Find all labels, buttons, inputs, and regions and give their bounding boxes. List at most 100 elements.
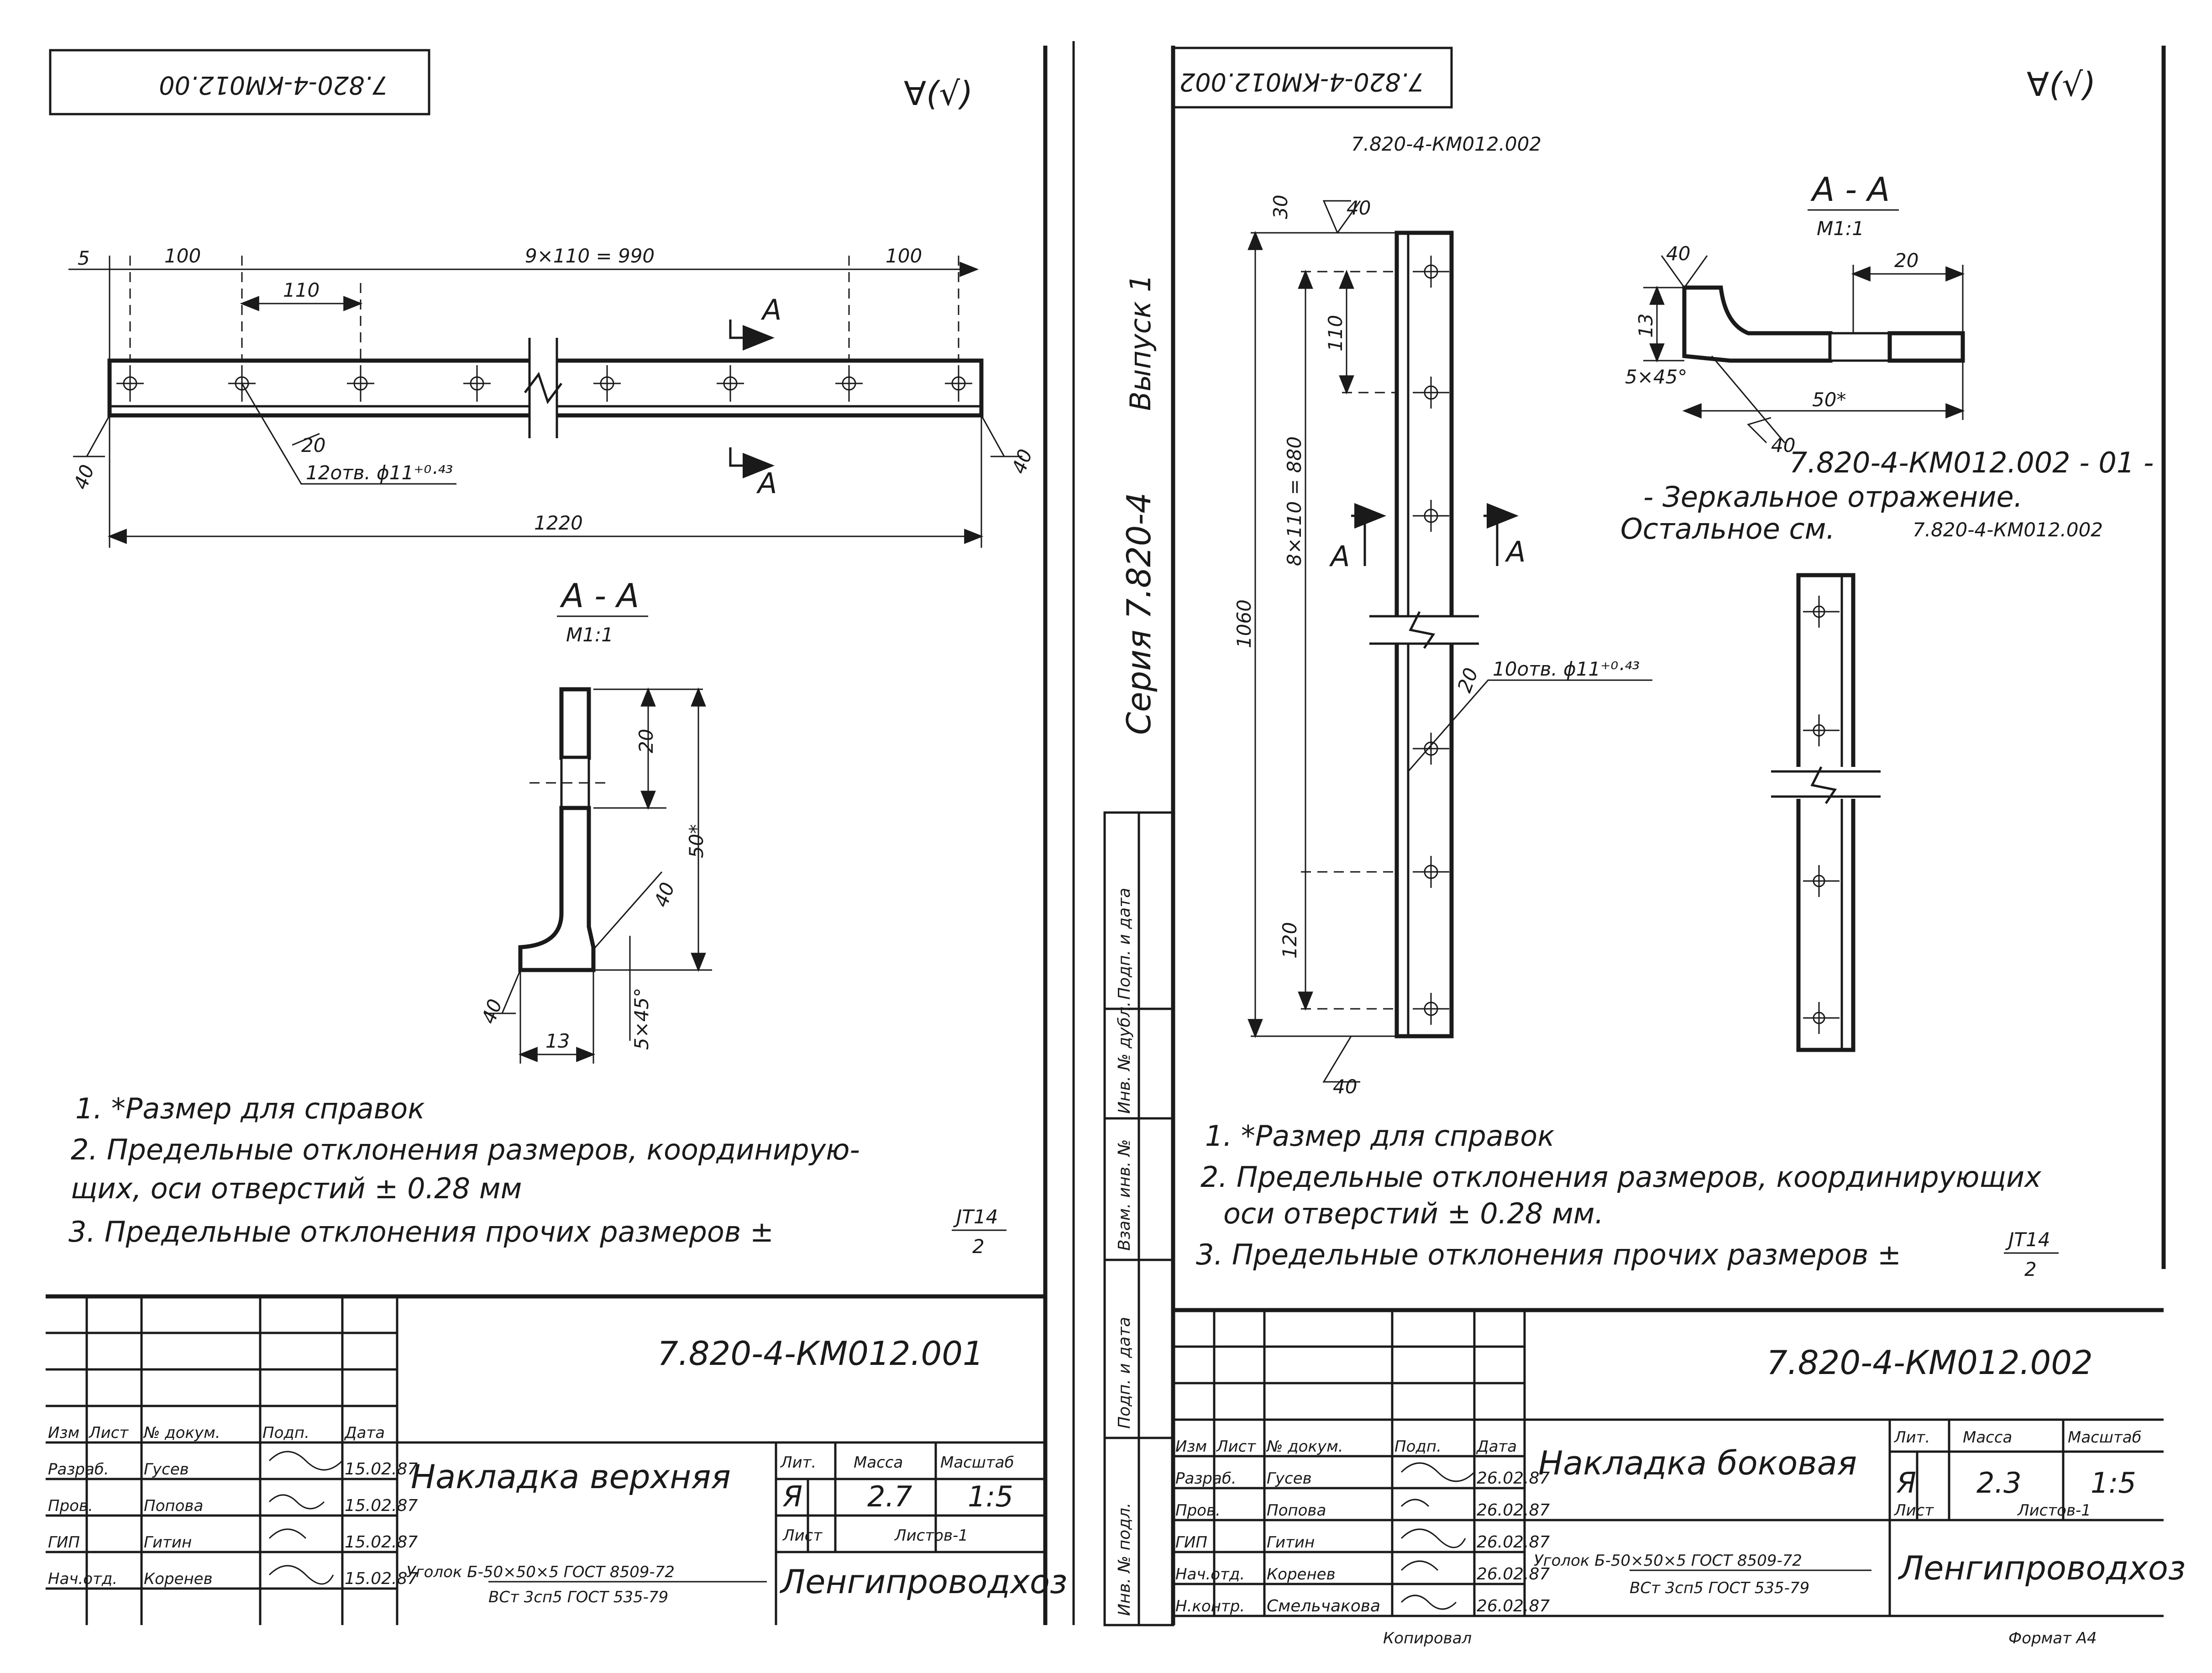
lit-label: Лит.	[780, 1453, 816, 1472]
notes-right: 1. *Размер для справок 2. Предельные отк…	[1196, 1119, 2059, 1280]
footer-copy: Копировал	[1383, 1629, 1472, 1647]
corner-code-box	[49, 49, 430, 115]
row-name: Гусев	[1267, 1469, 1312, 1488]
material-2: ВСт 3сп5 ГОСТ 535-79	[488, 1588, 668, 1606]
section-scale: М1:1	[1817, 217, 1864, 240]
note-1: 1. *Размер для справок	[1205, 1119, 1555, 1153]
doc-number: 7.820-4-КМ012.001	[657, 1334, 984, 1373]
row-date: 26.02.87	[1477, 1501, 1550, 1520]
section-dim-5x45: 5×45°	[630, 988, 653, 1050]
note-3: 3. Предельные отклонения прочих размеров…	[68, 1215, 774, 1248]
section-dim-50: 50*	[685, 824, 708, 858]
section-dim-13: 13	[1635, 314, 1657, 338]
header-sign: Подп.	[1394, 1437, 1441, 1456]
dim-1220: 1220	[534, 512, 583, 534]
series-label: Серия 7.820-4	[1120, 493, 1158, 735]
tolerance-numerator: JT14	[953, 1206, 998, 1228]
plate-side-view: 1060 8×110 = 880 110 120 30 40 40 А А 10…	[1233, 195, 1652, 1098]
note-3: 3. Предельные отклонения прочих размеров…	[1196, 1238, 1901, 1271]
mirror-note-4: 7.820-4-КМ012.002	[1913, 519, 2103, 541]
top-reference: 7.820-4-КМ012.002	[1351, 133, 1541, 155]
title-block-right: 7.820-4-КМ012.002 Изм Лист № докум. Подп…	[1173, 1310, 2186, 1617]
dim-1060: 1060	[1233, 599, 1255, 648]
dim-20: 20	[301, 434, 325, 456]
sheet-left: 7.820-4-КМ012.00 ∀(√)	[46, 46, 1067, 1625]
row-name: Гитин	[1267, 1533, 1315, 1552]
section-mark-a-right: А	[1504, 535, 1525, 568]
header-sign: Подп.	[262, 1424, 309, 1442]
row-date: 26.02.87	[1477, 1533, 1550, 1552]
dim-5: 5	[78, 247, 90, 269]
row-name: Гитин	[144, 1533, 192, 1552]
note-2: 2. Предельные отклонения размеров, коорд…	[71, 1133, 860, 1166]
sheet-label: Лист	[782, 1526, 823, 1545]
lit-label: Лит.	[1893, 1428, 1930, 1447]
mirror-note-3: Остальное см.	[1620, 512, 1835, 545]
corner-code: 7.820-4-КМ012.00	[159, 71, 388, 100]
row-role: Разраб.	[48, 1460, 109, 1479]
note-2-cont: щих, оси отверстий ± 0.28 мм	[71, 1172, 522, 1205]
mirror-part-view	[1771, 573, 1881, 1052]
issue-label: Выпуск 1	[1124, 274, 1157, 411]
stamp-sign-date: Подп. и дата	[1115, 888, 1134, 1000]
doc-number: 7.820-4-КМ012.002	[1766, 1343, 2093, 1382]
signatures	[268, 1451, 343, 1585]
holes-callout: 12отв. ϕ11⁺⁰·⁴³	[306, 462, 453, 484]
material-1: Уголок Б-50×50×5 ГОСТ 8509-72	[1534, 1552, 1802, 1570]
scale-value: 1:5	[968, 1480, 1013, 1513]
section-scale: М1:1	[566, 624, 613, 646]
corner-code-box	[1172, 47, 1453, 109]
row-date: 26.02.87	[1477, 1565, 1550, 1584]
row-role: ГИП	[1175, 1533, 1207, 1552]
section-view-right: А - А М1:1 20 13 5×45° 50* 40 40	[1625, 170, 1965, 456]
header-list: Лист	[88, 1424, 129, 1442]
dim-30: 30	[1269, 195, 1292, 219]
tolerance-numerator: JT14	[2005, 1228, 2050, 1251]
section-mark-a-bottom: А	[756, 467, 777, 500]
stamp-orig-inv: Инв. № подл.	[1115, 1503, 1134, 1616]
row-role: Разраб.	[1175, 1469, 1237, 1488]
notes-left: 1. *Размер для справок 2. Предельные отк…	[68, 1092, 1006, 1258]
dim-40-top: 40	[1347, 197, 1371, 219]
stamp-dup-inv: Инв. № дубл.	[1115, 1002, 1134, 1114]
staff-rows: Разраб. Гусев 15.02.87 Пров. Попова 15.0…	[48, 1460, 418, 1588]
part-name: Накладка верхняя	[411, 1458, 731, 1496]
sheet-label: Лист	[1893, 1501, 1934, 1520]
row-name: Коренев	[144, 1570, 213, 1588]
mass-value: 2.7	[867, 1480, 912, 1513]
header-date: Дата	[1476, 1437, 1517, 1456]
note-1: 1. *Размер для справок	[75, 1092, 425, 1125]
header-izm: Изм	[48, 1424, 79, 1442]
stamp-strip: Подп. и дата Взам. инв. № Инв. № дубл. П…	[1103, 811, 1174, 1626]
section-dim-40: 40	[1666, 242, 1690, 265]
scale-value: 1:5	[2091, 1466, 2136, 1500]
row-name: Смельчакова	[1267, 1597, 1380, 1615]
header-date: Дата	[344, 1424, 385, 1442]
row-role: Нач.отд.	[1175, 1565, 1245, 1584]
part-name: Накладка боковая	[1538, 1444, 1857, 1482]
dim-100-right: 100	[886, 245, 922, 267]
signatures	[1400, 1462, 1475, 1610]
header-doc: № докум.	[143, 1424, 220, 1442]
dim-110: 110	[283, 279, 320, 301]
dim-120: 120	[1279, 922, 1301, 959]
dim-40-right: 40	[1007, 446, 1037, 477]
row-date: 26.02.87	[1477, 1469, 1550, 1488]
tolerance-denominator: 2	[2024, 1258, 2037, 1280]
section-title: А - А	[1810, 170, 1890, 209]
note-2: 2. Предельные отклонения размеров, коорд…	[1200, 1160, 2042, 1194]
sheets-label: Листов-1	[894, 1526, 968, 1545]
section-dim-40b: 40	[477, 996, 506, 1027]
row-role: Пров.	[1175, 1501, 1221, 1520]
row-date: 15.02.87	[345, 1460, 418, 1479]
staff-rows: Разраб. Гусев 26.02.87 Пров. Попова 26.0…	[1175, 1469, 1550, 1615]
row-date: 15.02.87	[345, 1496, 418, 1515]
row-date: 26.02.87	[1477, 1597, 1550, 1615]
material-1: Уголок Б-50×50×5 ГОСТ 8509-72	[406, 1563, 675, 1581]
section-dim-40: 40	[650, 879, 679, 910]
organization: Ленгипроводхоз	[779, 1563, 1067, 1601]
lit-value: Я	[782, 1480, 802, 1513]
mass-label: Масса	[854, 1453, 903, 1472]
section-view: А - А М1:1 20 50* 40 5×45° 13	[477, 577, 712, 1064]
footer-format: Формат А4	[2008, 1629, 2097, 1647]
